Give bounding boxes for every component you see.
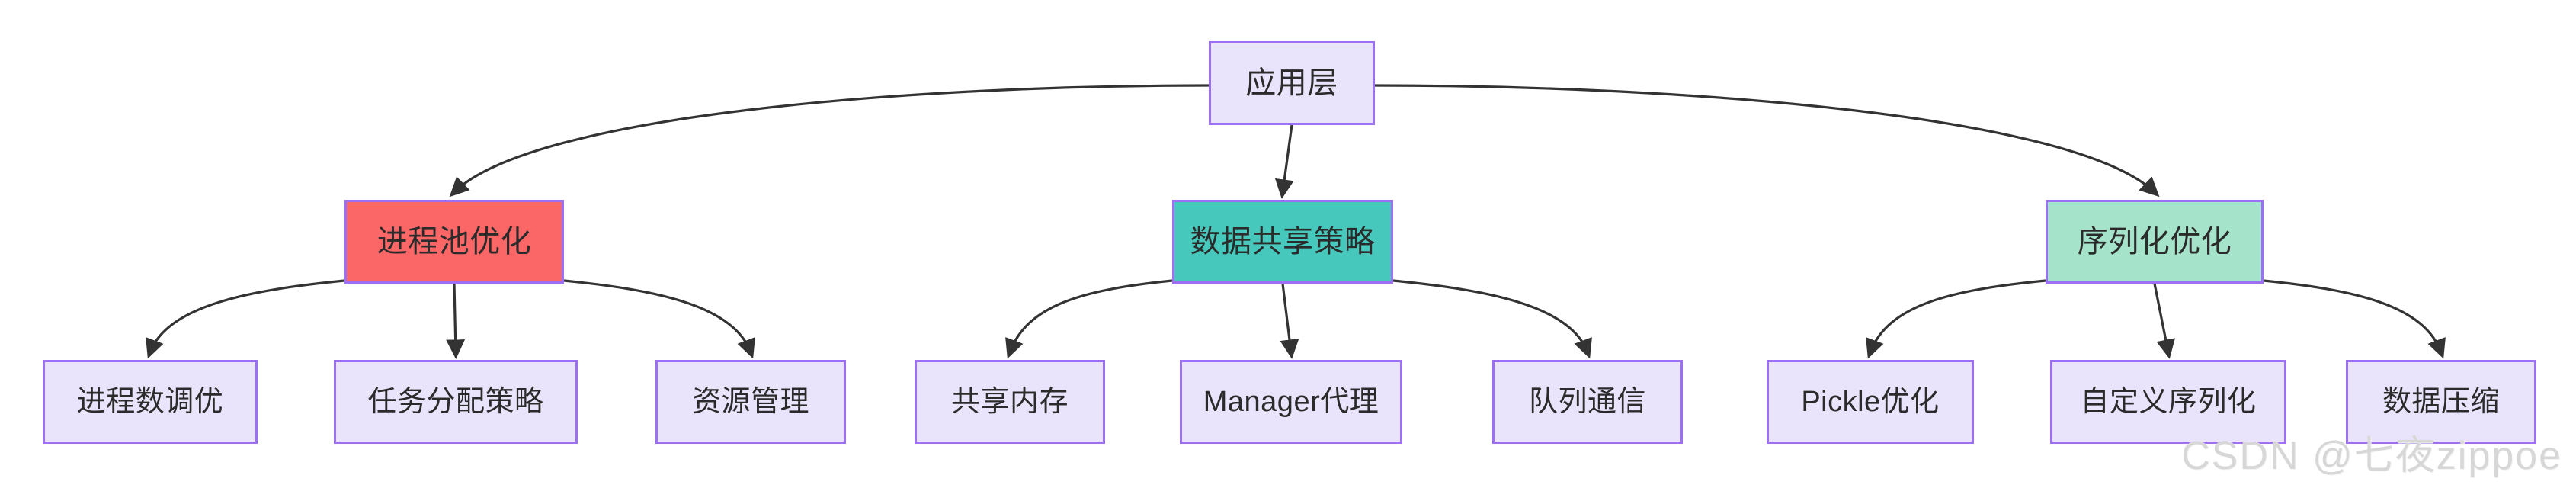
edge-branch1-to-leaf3 [563,279,755,359]
node-leaf7[interactable]: Pickle优化 [1767,360,1974,444]
node-label-root: 应用层 [1245,66,1338,100]
edge-branch3-to-leaf7 [1866,279,2046,359]
node-leaf6[interactable]: 队列通信 [1492,360,1683,444]
node-label-leaf3: 资源管理 [691,386,809,418]
node-branch1[interactable]: 进程池优化 [344,200,564,284]
node-leaf4[interactable]: 共享内存 [915,360,1105,444]
node-leaf1[interactable]: 进程数调优 [43,360,258,444]
node-label-branch2: 数据共享策略 [1190,225,1376,259]
node-label-leaf1: 进程数调优 [76,386,224,418]
node-label-branch3: 序列化优化 [2077,225,2232,259]
edge-branch1-to-leaf1 [146,279,345,359]
node-label-leaf2: 任务分配策略 [367,386,544,418]
edge-branch2-to-leaf4 [1005,279,1173,359]
edge-branch2-to-leaf6 [1392,279,1592,359]
node-label-leaf5: Manager代理 [1203,386,1379,418]
node-label-leaf9: 数据压缩 [2382,386,2500,418]
node-leaf5[interactable]: Manager代理 [1180,360,1402,444]
edge-root-to-branch2 [1274,124,1294,199]
node-branch2[interactable]: 数据共享策略 [1172,200,1393,284]
node-leaf3[interactable]: 资源管理 [655,360,846,444]
edge-root-to-branch3 [1374,84,2160,198]
node-label-leaf7: Pickle优化 [1801,386,1940,418]
edge-branch2-to-leaf5 [1280,283,1299,359]
node-branch3[interactable]: 序列化优化 [2046,200,2264,284]
node-label-leaf6: 队列通信 [1528,386,1646,418]
node-label-leaf8: 自定义序列化 [2080,386,2257,418]
edge-branch3-to-leaf9 [2263,279,2446,359]
node-leaf9[interactable]: 数据压缩 [2346,360,2536,444]
edge-branch3-to-leaf8 [2153,283,2175,359]
node-label-branch1: 进程池优化 [376,225,532,259]
edge-branch1-to-leaf2 [446,283,466,359]
node-leaf8[interactable]: 自定义序列化 [2050,360,2286,444]
node-root[interactable]: 应用层 [1209,41,1375,125]
edge-root-to-branch1 [449,84,1210,198]
node-leaf2[interactable]: 任务分配策略 [334,360,578,444]
node-label-leaf4: 共享内存 [950,386,1069,418]
